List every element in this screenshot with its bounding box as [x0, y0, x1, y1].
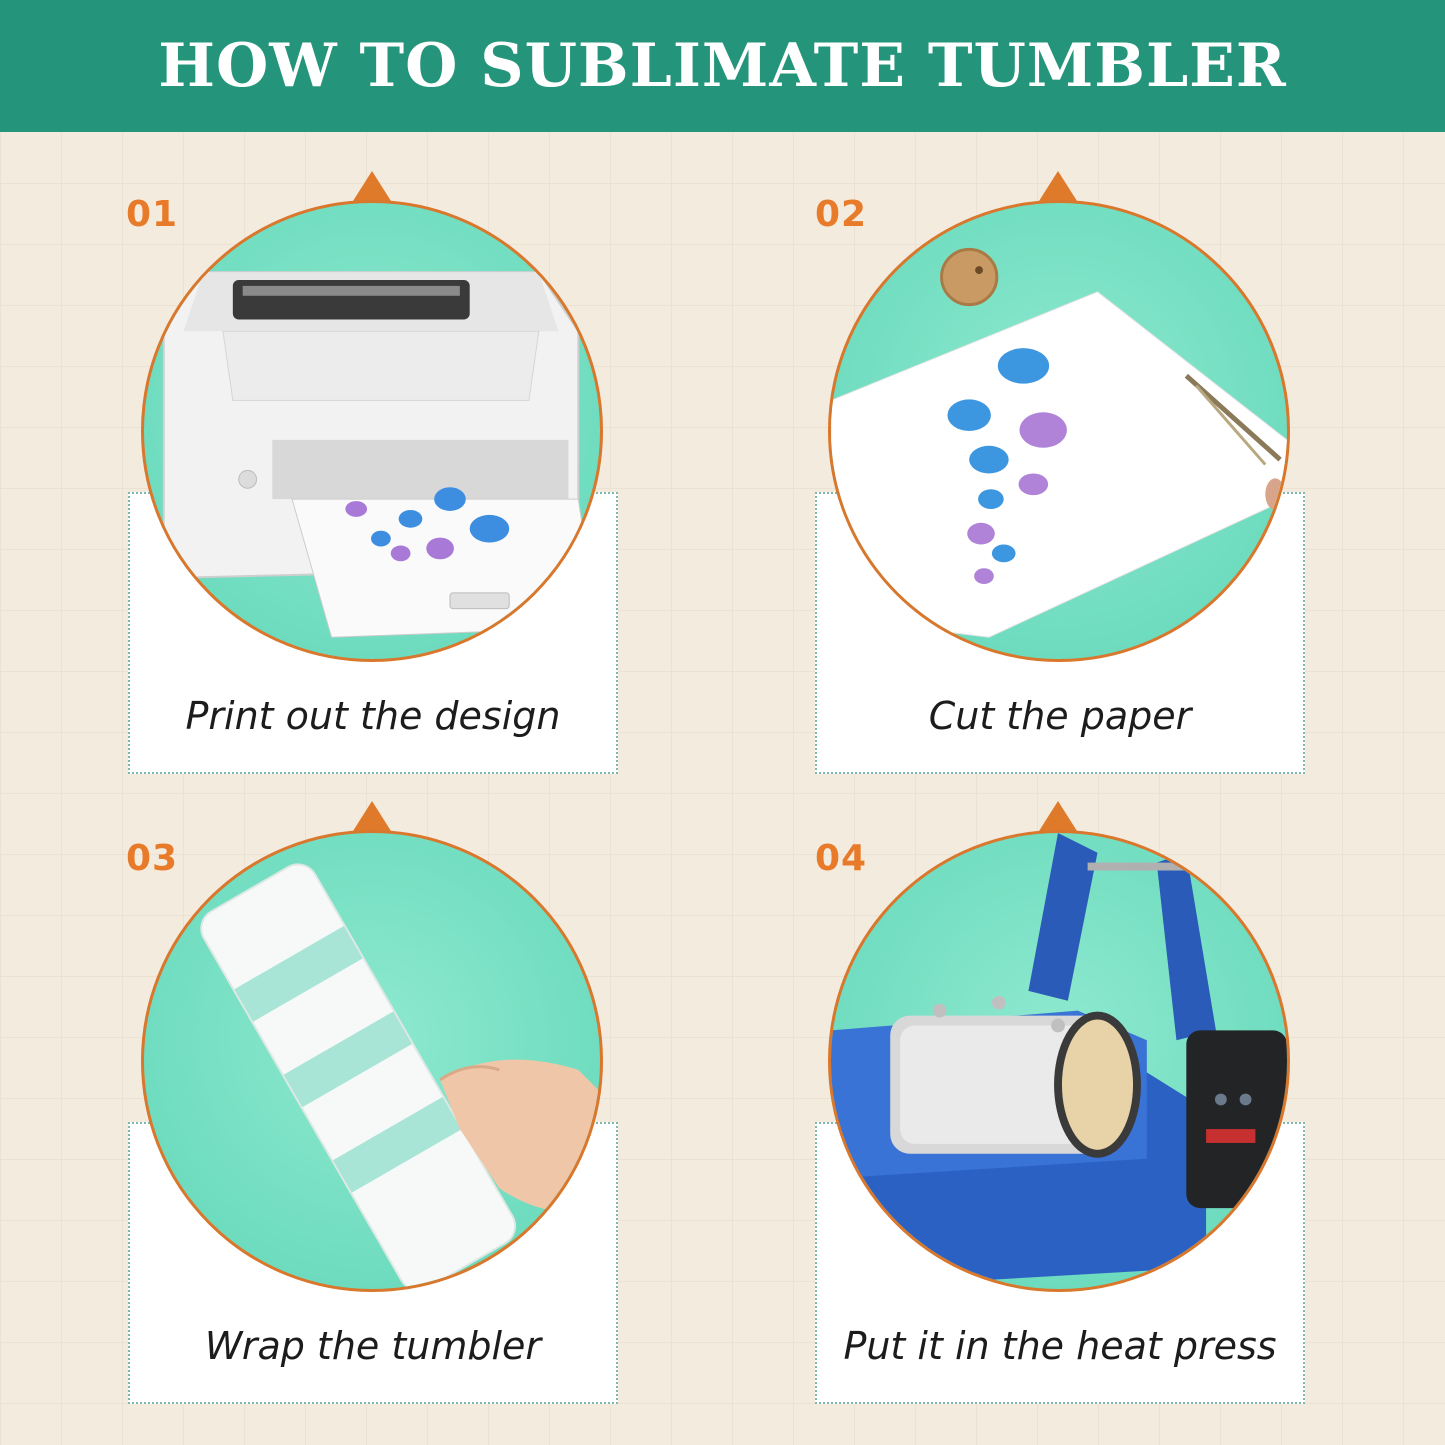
step-number: 02	[815, 194, 868, 235]
step-image-printer	[141, 200, 603, 662]
pointer-triangle	[1039, 801, 1077, 831]
step-image-wrap	[141, 830, 603, 1292]
step-number: 03	[126, 838, 179, 879]
step-caption: Cut the paper	[928, 694, 1192, 738]
step-number: 01	[126, 194, 179, 235]
step-number: 04	[815, 838, 868, 879]
heat-press-illustration	[831, 833, 1287, 1289]
wrap-illustration	[200, 863, 600, 1289]
pointer-triangle	[353, 801, 391, 831]
pointer-triangle	[353, 171, 391, 201]
page-title: HOW TO SUBLIMATE TUMBLER	[158, 31, 1287, 101]
pointer-triangle	[1039, 171, 1077, 201]
step-caption: Wrap the tumbler	[204, 1324, 542, 1368]
step-caption: Put it in the heat press	[843, 1324, 1277, 1368]
step-image-heat-press	[828, 830, 1290, 1292]
step-caption: Print out the design	[185, 694, 561, 738]
cutting-illustration	[831, 247, 1287, 638]
printer-illustration	[162, 271, 599, 638]
step-image-cutting	[828, 200, 1290, 662]
header-banner: HOW TO SUBLIMATE TUMBLER	[0, 0, 1445, 132]
